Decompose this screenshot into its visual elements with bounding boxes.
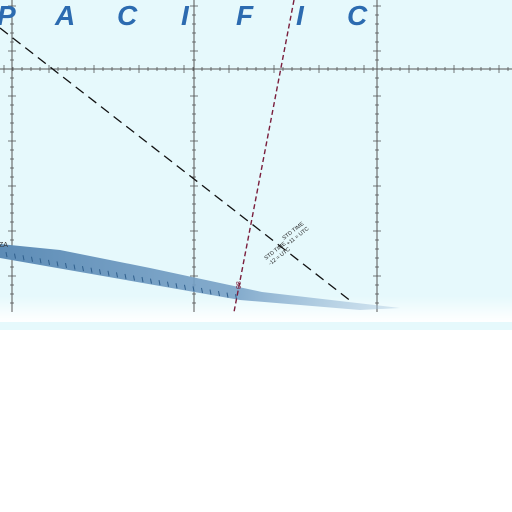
coastline-tick xyxy=(201,287,203,294)
coastline-tick xyxy=(133,275,135,281)
coastline-tick xyxy=(141,276,144,283)
coastline-tick xyxy=(14,253,16,259)
timezone-boundary-line xyxy=(0,27,353,303)
coastline-tick xyxy=(192,286,195,292)
ocean-letter: I xyxy=(296,0,305,31)
fragment-label: ZA xyxy=(0,242,8,249)
coastline-ticks xyxy=(5,252,237,300)
coastline-tick xyxy=(124,273,127,280)
coastline-band xyxy=(0,244,400,310)
coastline-tick xyxy=(90,267,93,273)
coastline-tick xyxy=(22,255,25,261)
dateline-label: 08 xyxy=(236,281,243,289)
ocean-letter: C xyxy=(117,0,138,31)
coastline-tick xyxy=(218,290,220,297)
ocean-letter: I xyxy=(181,0,190,31)
ocean-letter: F xyxy=(236,0,254,31)
coastline-tick xyxy=(150,278,152,284)
coastline-tick xyxy=(226,292,229,298)
coastline-tick xyxy=(39,258,42,264)
dateline xyxy=(233,0,295,313)
coastline-tick xyxy=(5,252,8,258)
ocean-name: P A C I F I C xyxy=(0,0,368,31)
coastline-tick xyxy=(107,270,110,276)
coastline-tick xyxy=(73,264,76,270)
coastline-tick xyxy=(82,266,84,272)
graticule-ticks xyxy=(3,5,509,304)
coastline-tick xyxy=(158,280,161,286)
coastline-tick xyxy=(31,256,33,262)
coastline-tick xyxy=(116,272,118,278)
coastline-tick xyxy=(48,259,50,265)
coastline-tick xyxy=(56,261,59,267)
ocean-letter: C xyxy=(347,0,368,31)
ocean-letter: P xyxy=(0,0,16,31)
coastline-tick xyxy=(209,289,212,295)
coastline-tick xyxy=(184,284,186,290)
water-area xyxy=(0,0,512,330)
ocean-letter: A xyxy=(54,0,75,31)
coastline-tick xyxy=(167,281,169,287)
coastline-tick xyxy=(175,283,178,289)
coastline-tick xyxy=(235,294,237,300)
coastline-tick xyxy=(99,269,101,275)
coastline-tick xyxy=(65,262,67,269)
